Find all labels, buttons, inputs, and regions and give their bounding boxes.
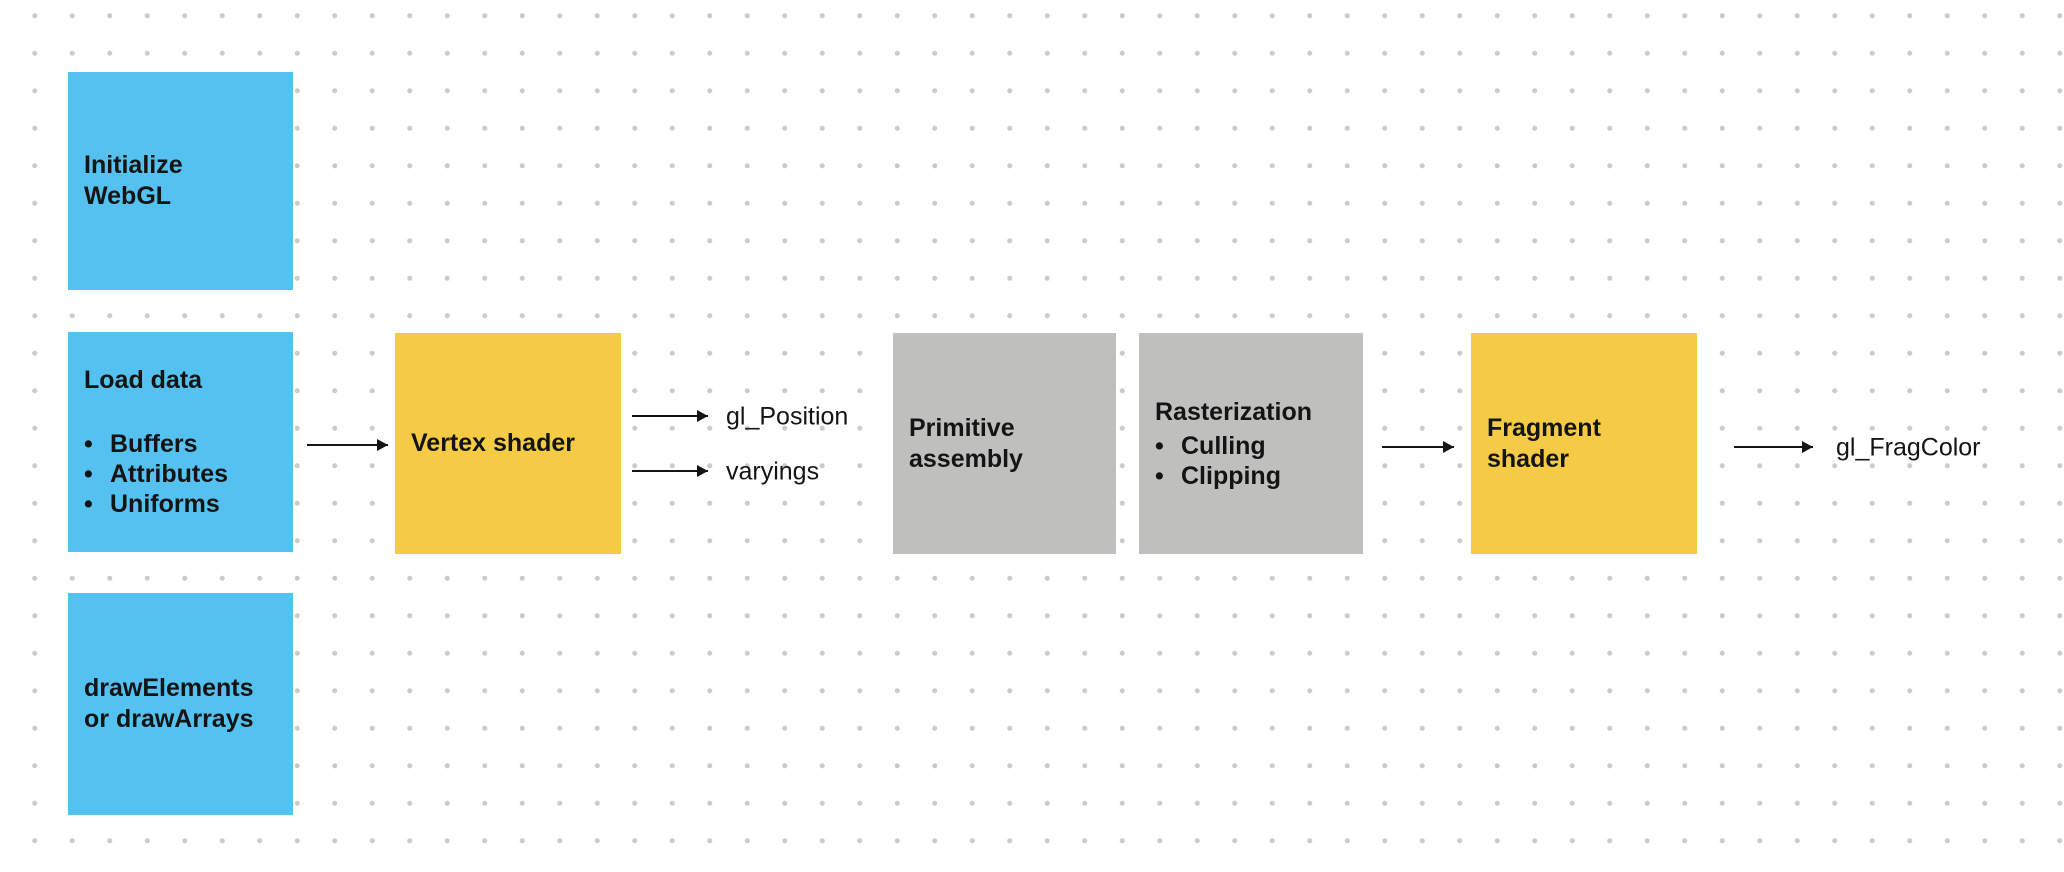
bullet-item: Buffers: [84, 429, 277, 459]
label-gl-fragcolor[interactable]: gl_FragColor: [1836, 433, 1981, 462]
bullet-list: Culling Clipping: [1155, 431, 1347, 491]
node-primitive-assembly[interactable]: Primitive assembly: [893, 333, 1116, 554]
node-fragment-shader[interactable]: Fragment shader: [1471, 333, 1697, 554]
node-load-data[interactable]: Load data Buffers Attributes Uniforms: [68, 332, 293, 552]
node-line: WebGL: [84, 182, 172, 210]
node-line: drawElements: [84, 674, 254, 702]
node-line: Initialize: [84, 151, 183, 179]
node-line: assembly: [909, 444, 1023, 473]
arrow-vertex-to-gl-position[interactable]: [632, 410, 708, 422]
node-line: shader: [1487, 444, 1569, 473]
node-title: Rasterization: [1155, 397, 1312, 426]
label-varyings[interactable]: varyings: [726, 457, 820, 486]
node-line: Primitive: [909, 413, 1015, 442]
label-gl-position[interactable]: gl_Position: [726, 402, 849, 431]
arrow-vertex-to-varyings[interactable]: [632, 465, 708, 477]
node-line: Fragment: [1487, 413, 1601, 442]
bullet-list: Buffers Attributes Uniforms: [84, 429, 277, 519]
node-draw-call[interactable]: drawElements or drawArrays: [68, 593, 293, 815]
node-initialize-webgl[interactable]: Initialize WebGL: [68, 72, 293, 290]
arrow-fragment-to-gl-fragcolor[interactable]: [1734, 441, 1813, 453]
node-title: Load data: [84, 366, 203, 394]
node-vertex-shader[interactable]: Vertex shader: [395, 333, 621, 554]
bullet-item: Attributes: [84, 459, 277, 489]
bullet-item: Clipping: [1155, 461, 1347, 491]
node-title: Vertex shader: [411, 429, 575, 457]
node-line: or drawArrays: [84, 705, 254, 733]
bullet-item: Culling: [1155, 431, 1347, 461]
bullet-item: Uniforms: [84, 489, 277, 519]
node-rasterization[interactable]: Rasterization Culling Clipping: [1139, 333, 1363, 554]
arrow-rasterization-to-fragment-shader[interactable]: [1382, 441, 1454, 453]
arrow-load-data-to-vertex-shader[interactable]: [307, 439, 388, 451]
